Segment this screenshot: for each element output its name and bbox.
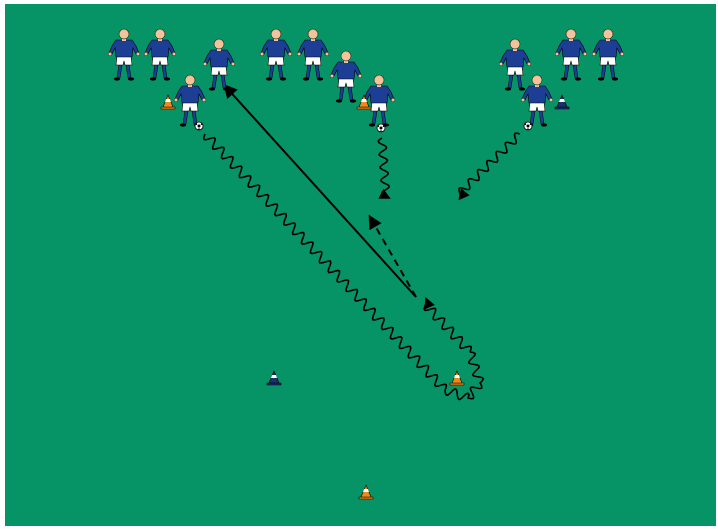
ball: [524, 122, 532, 130]
ball: [195, 122, 203, 130]
ball: [377, 124, 385, 132]
pitch-surface: [5, 4, 716, 526]
